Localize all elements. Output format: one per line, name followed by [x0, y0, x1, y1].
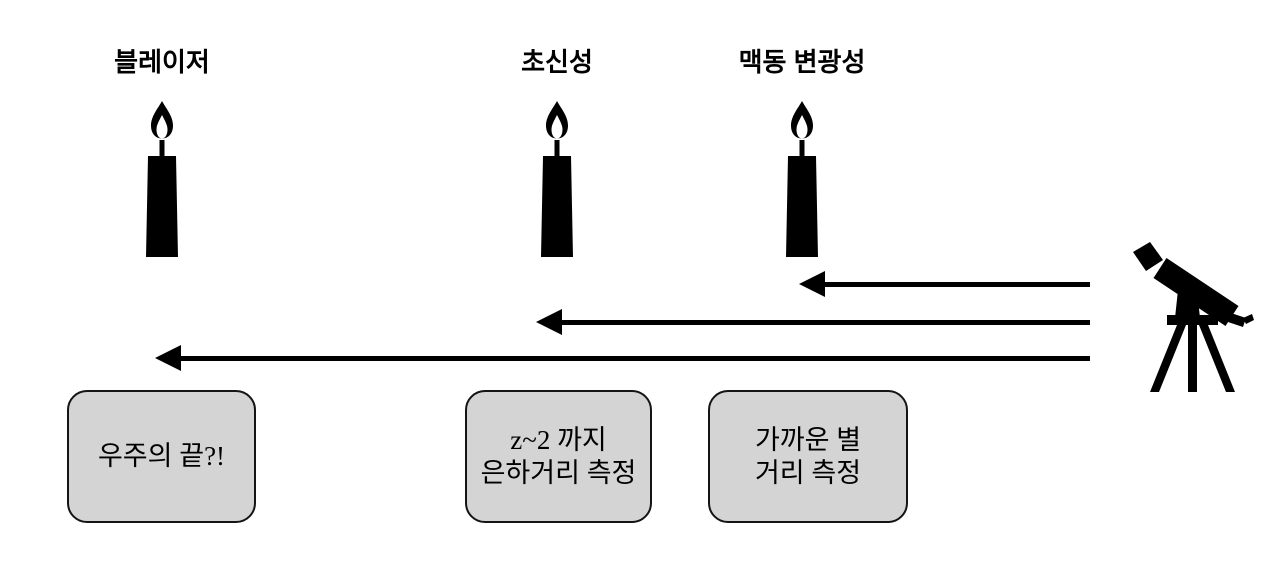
- annotation-text: 거리 측정: [754, 457, 862, 488]
- arrow-shaft: [178, 356, 1090, 361]
- annotation-box-end-of-universe: 우주의 끝?!: [67, 390, 256, 523]
- annotation-text: 우주의 끝?!: [97, 441, 226, 472]
- candle-label-pulsating-variable: 맥동 변광성: [738, 47, 866, 77]
- candle-icon: [541, 101, 573, 257]
- candle-unit-pulsating-variable: 맥동 변광성: [692, 46, 912, 258]
- annotation-box-nearby-star-distance: 가까운 별 거리 측정: [708, 390, 908, 523]
- annotation-box-galaxy-distance: z~2 까지 은하거리 측정: [465, 390, 652, 523]
- annotation-text: z~2 까지: [510, 424, 607, 455]
- annotation-text: 은하거리 측정: [480, 457, 637, 488]
- annotation-text: 가까운 별: [754, 424, 862, 455]
- candle-label-blazar: 블레이저: [114, 47, 210, 77]
- arrow-shaft: [822, 282, 1090, 287]
- candle-label-supernova: 초신성: [521, 47, 593, 77]
- arrowhead-left-icon: [799, 271, 825, 297]
- candle-icon: [146, 101, 178, 257]
- arrowhead-left-icon: [155, 345, 181, 371]
- candle-unit-blazar: 블레이저: [52, 46, 272, 258]
- arrowhead-left-icon: [536, 309, 562, 335]
- candle-unit-supernova: 초신성: [447, 46, 667, 258]
- telescope-icon: [1133, 242, 1254, 392]
- candle-icon: [786, 101, 818, 257]
- arrow-shaft: [559, 320, 1090, 325]
